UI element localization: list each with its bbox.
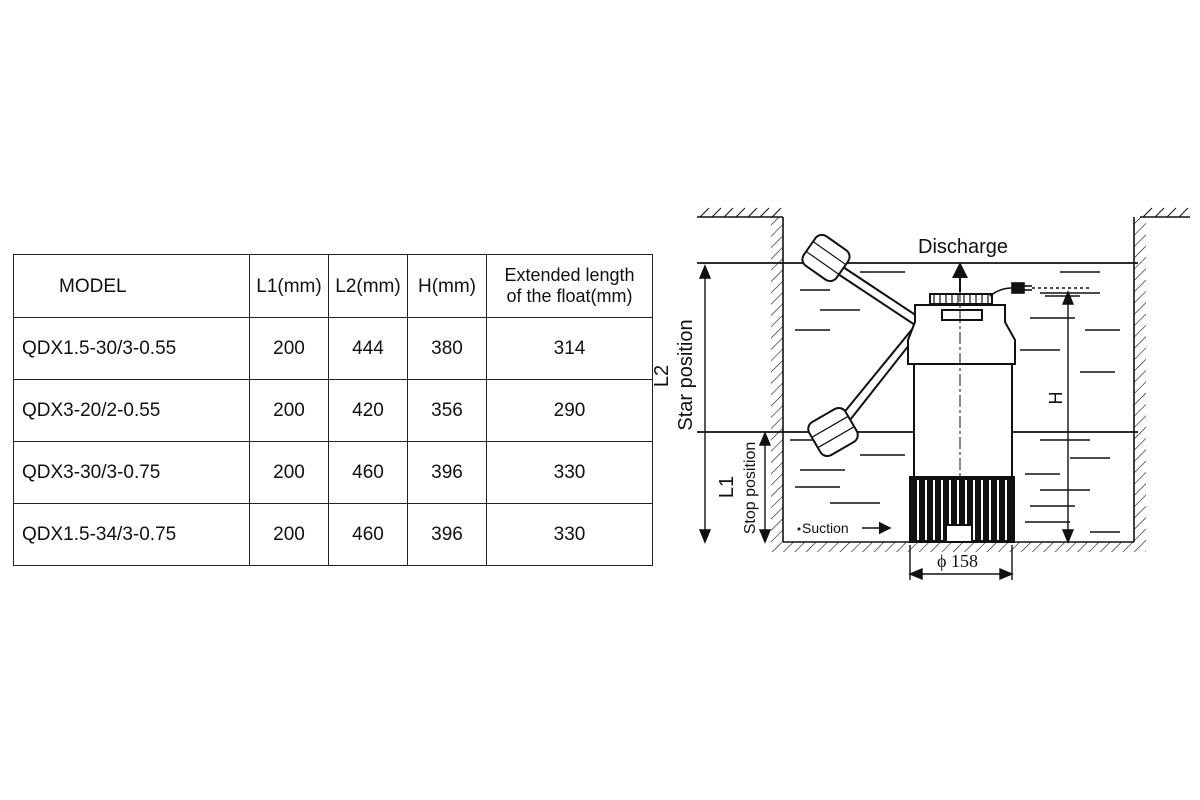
header-h: H(mm) bbox=[407, 254, 487, 318]
suction-arrow bbox=[797, 521, 892, 535]
h-label: H bbox=[1046, 392, 1066, 405]
l2-label: L2 bbox=[651, 365, 673, 387]
pump-body bbox=[907, 290, 1016, 543]
suction-label: Suction bbox=[802, 520, 849, 536]
table-row: QDX3-30/3-0.75 200 460 396 330 bbox=[13, 441, 653, 504]
star-position-label: Star position bbox=[675, 319, 697, 430]
stop-position-label: Stop position bbox=[742, 442, 759, 535]
spec-table: MODEL L1(mm) L2(mm) H(mm) Extended lengt… bbox=[13, 254, 653, 566]
cell-float: 330 bbox=[486, 503, 653, 566]
cell-h: 396 bbox=[407, 503, 487, 566]
float-switch bbox=[801, 233, 925, 458]
power-cable bbox=[989, 282, 1090, 297]
cell-model: QDX1.5-34/3-0.75 bbox=[13, 503, 250, 566]
header-float-length: Extended length of the float(mm) bbox=[486, 254, 653, 318]
cell-h: 396 bbox=[407, 441, 487, 504]
l1-label: L1 bbox=[716, 476, 738, 498]
l2-dimension bbox=[698, 264, 712, 544]
cell-model: QDX3-20/2-0.55 bbox=[13, 379, 250, 442]
cell-model: QDX1.5-30/3-0.55 bbox=[13, 317, 250, 380]
diameter-dimension bbox=[908, 545, 1014, 581]
l1-dimension bbox=[758, 431, 772, 544]
discharge-label: Discharge bbox=[918, 236, 1008, 258]
cell-model: QDX3-30/3-0.75 bbox=[13, 441, 250, 504]
header-float-line1: Extended length bbox=[504, 265, 635, 285]
cell-l1: 200 bbox=[249, 503, 329, 566]
cell-float: 330 bbox=[486, 441, 653, 504]
diameter-label: ϕ 158 bbox=[937, 551, 978, 571]
cell-l1: 200 bbox=[249, 317, 329, 380]
cell-float: 314 bbox=[486, 317, 653, 380]
header-float-line2: of the float(mm) bbox=[506, 286, 633, 306]
header-l1: L1(mm) bbox=[249, 254, 329, 318]
table-header-row: MODEL L1(mm) L2(mm) H(mm) Extended lengt… bbox=[13, 254, 653, 318]
h-dimension bbox=[1040, 290, 1100, 544]
cell-l2: 444 bbox=[328, 317, 408, 380]
header-model: MODEL bbox=[13, 254, 250, 318]
table-row: QDX1.5-34/3-0.75 200 460 396 330 bbox=[13, 503, 653, 566]
table-row: QDX1.5-30/3-0.55 200 444 380 314 bbox=[13, 317, 653, 380]
cell-float: 290 bbox=[486, 379, 653, 442]
cell-l2: 460 bbox=[328, 503, 408, 566]
cell-h: 356 bbox=[407, 379, 487, 442]
ground-surface bbox=[697, 207, 1190, 218]
